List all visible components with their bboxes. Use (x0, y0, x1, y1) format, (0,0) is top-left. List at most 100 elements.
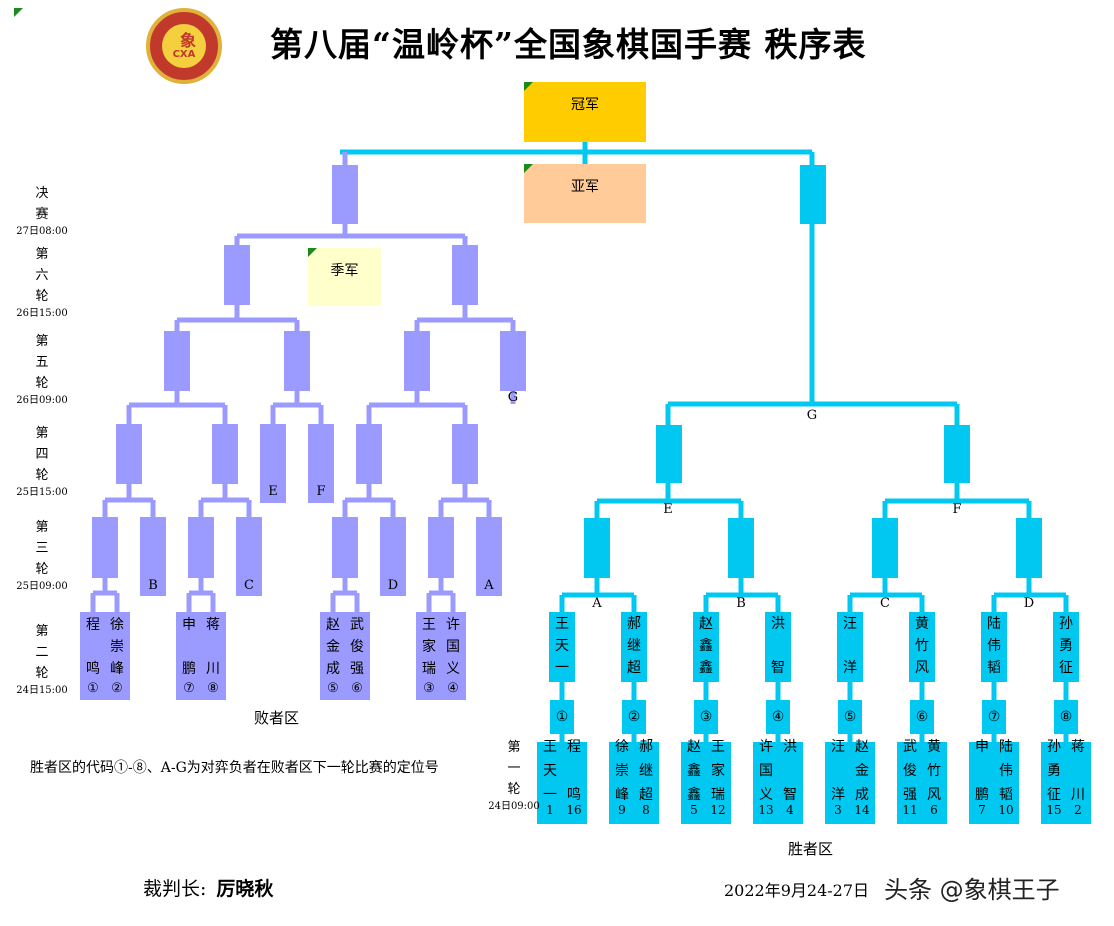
chief-referee: 裁判长:厉晓秋 (143, 874, 273, 901)
r1-seed-number: 2 (1074, 803, 1082, 817)
r2-match-box (621, 612, 647, 682)
r3-match-box (188, 517, 214, 578)
r1-seed-number: 3 (834, 803, 842, 817)
r1-seed-number: 15 (1046, 803, 1062, 817)
r1-seed-number: 5 (690, 803, 698, 817)
r2-loser-code: ⑥ (351, 681, 363, 696)
runner-up-label: 亚军 (571, 179, 599, 195)
r1-player-name: 郝继超 (639, 739, 653, 803)
r1-player-name: 陆伟韬 (999, 739, 1013, 803)
r4-match-box (356, 424, 382, 484)
match-code: ④ (766, 700, 790, 734)
r1-match-box (825, 742, 875, 824)
r4-match-box (452, 424, 478, 484)
r2-match-box (765, 612, 791, 682)
r4-match-box (872, 518, 898, 578)
r3-match-box (92, 517, 118, 578)
r2-loser-name: 许国义 (446, 617, 460, 677)
event-dates: 2022年9月24-27日 (724, 881, 870, 900)
position-code: A (592, 596, 602, 611)
r4-match-box (308, 424, 334, 503)
third-place-box: 季军 (308, 248, 381, 306)
match-code: ⑤ (838, 700, 862, 734)
r2-loser-match-box (176, 612, 226, 700)
final-match-box (332, 165, 358, 224)
r2-loser-code: ① (87, 681, 99, 696)
chief-referee-name: 厉晓秋 (216, 878, 274, 900)
r2-loser-code: ⑧ (207, 681, 219, 696)
r1-seed-number: 6 (930, 803, 938, 817)
r2-player-name: 陆伟韬 (987, 616, 1001, 676)
r1-seed-number: 14 (854, 803, 870, 817)
match-code: ① (550, 700, 574, 734)
r2-match-box (549, 612, 575, 682)
r4-match-box (260, 424, 286, 503)
position-code: B (148, 578, 158, 593)
legend-note: 胜者区的代码①-⑧、A-G为对弈负者在败者区下一轮比赛的定位号 (30, 760, 439, 776)
r2-loser-name: 王家瑞 (422, 617, 436, 677)
r2-player-name: 王天一 (555, 616, 569, 676)
position-code: F (316, 484, 326, 499)
logo-emblem: 象 CXA (162, 24, 206, 68)
r3-match-box (332, 517, 358, 578)
match-code: ⑧ (1054, 700, 1078, 734)
r6-match-box (224, 245, 250, 305)
r2-loser-code: ③ (423, 681, 435, 696)
r1-match-box (969, 742, 1019, 824)
position-code: C (244, 578, 254, 593)
r2-match-box (837, 612, 863, 682)
r6-match-box (452, 245, 478, 305)
position-code: E (663, 502, 673, 517)
r1-seed-number: 8 (642, 803, 650, 817)
r3-match-box (140, 517, 166, 596)
position-code: F (952, 502, 962, 517)
r1-player-name: 王家瑞 (711, 739, 725, 803)
r4-match-box (212, 424, 238, 484)
position-code: E (268, 484, 278, 499)
r5-match-box (944, 425, 970, 483)
r1-match-box (897, 742, 947, 824)
r1-player-name: 许国义 (759, 739, 773, 803)
r2-player-name: 洪 智 (771, 616, 785, 676)
r3-match-box (428, 517, 454, 578)
corner-marker (524, 164, 533, 173)
r1-seed-number: 4 (786, 803, 794, 817)
losers-area-label: 败者区 (254, 709, 300, 727)
r1-match-box (537, 742, 587, 824)
r1-seed-number: 7 (978, 803, 986, 817)
r2-loser-code: ⑦ (183, 681, 195, 696)
r2-player-name: 郝继超 (627, 616, 641, 676)
r2-loser-match-box (416, 612, 466, 700)
r2-player-name: 赵鑫鑫 (699, 616, 713, 676)
r2-loser-code: ④ (447, 681, 459, 696)
r5-match-box (284, 331, 310, 391)
r5-match-box (164, 331, 190, 391)
r1-match-box (681, 742, 731, 824)
r4-match-box (584, 518, 610, 578)
r1-player-name: 洪 智 (783, 739, 797, 803)
r2-loser-code: ② (111, 681, 123, 696)
r1-player-name: 王天一 (543, 739, 557, 803)
match-code: ⑥ (910, 700, 934, 734)
r2-player-name: 汪 洋 (843, 616, 857, 676)
cxa-logo: 象 CXA (146, 8, 222, 84)
r5-match-box (500, 331, 526, 391)
position-code: D (1023, 596, 1035, 611)
sheet-corner-marker (14, 8, 23, 17)
r1-match-box (1041, 742, 1091, 824)
r3-match-box (476, 517, 502, 596)
page-title: 第八届“温岭杯”全国象棋国手赛 秩序表 (270, 25, 867, 64)
r1-seed-number: 13 (758, 803, 774, 817)
r2-loser-match-box (320, 612, 370, 700)
r1-player-name: 孙勇征 (1047, 739, 1061, 803)
r3-match-box (236, 517, 262, 596)
r2-match-box (981, 612, 1007, 682)
r1-player-name: 武俊强 (903, 739, 917, 803)
winners-area-label: 胜者区 (788, 840, 834, 858)
watermark: 头条 @象棋王子 (884, 876, 1060, 904)
logo-text: CXA (172, 49, 196, 60)
